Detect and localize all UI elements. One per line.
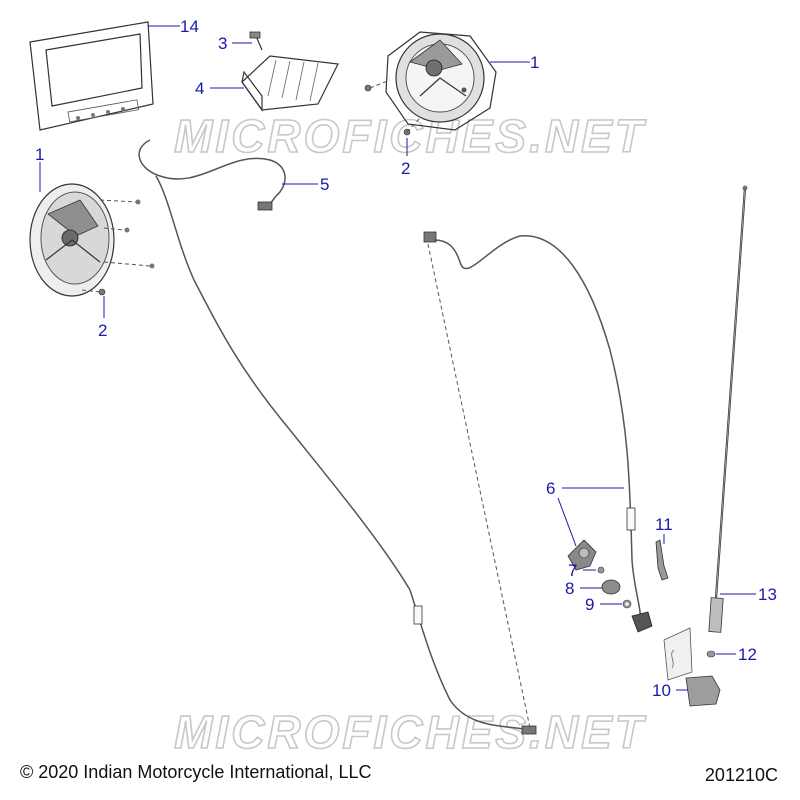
bracket-plate-part (663, 627, 693, 681)
cable-end-connector (631, 611, 653, 633)
callout-8: 8 (565, 579, 574, 598)
antenna-mount-part[interactable] (567, 539, 597, 571)
callout-3: 3 (218, 34, 227, 53)
callout-10: 10 (652, 681, 671, 700)
antenna-mast-part[interactable] (708, 185, 748, 633)
nut-part[interactable] (622, 599, 632, 609)
speaker-upper-part[interactable] (385, 31, 497, 131)
callout-2-upper: 2 (401, 159, 410, 178)
screw-upper-part[interactable] (403, 117, 421, 136)
grommet-part[interactable] (601, 579, 621, 595)
watermark-top: MICROFICHES.NET (174, 110, 647, 162)
antenna-cable-part[interactable] (423, 231, 642, 729)
washer-part[interactable] (706, 650, 716, 658)
speaker-left-part[interactable] (29, 183, 155, 297)
callout-13: 13 (758, 585, 777, 604)
callout-1-upper: 1 (530, 53, 539, 72)
callout-14: 14 (180, 17, 199, 36)
callout-7: 7 (568, 561, 577, 580)
clip-part[interactable] (655, 539, 669, 581)
leader-lines (39, 25, 756, 691)
callout-9: 9 (585, 595, 594, 614)
callout-4: 4 (195, 79, 204, 98)
callout-12: 12 (738, 645, 757, 664)
wire-harness-part[interactable] (138, 139, 537, 735)
bolt-part[interactable] (249, 31, 263, 51)
amplifier-module-part[interactable] (241, 55, 339, 112)
antenna-base-part[interactable] (685, 675, 721, 707)
copyright-text: © 2020 Indian Motorcycle International, … (20, 762, 372, 782)
callout-2-left: 2 (98, 321, 107, 340)
small-washer-part[interactable] (597, 566, 605, 574)
watermark-bottom: MICROFICHES.NET (174, 706, 647, 758)
callout-6: 6 (546, 479, 555, 498)
screw-upper-left-part[interactable] (364, 79, 391, 92)
diagram-id: 201210C (704, 765, 778, 785)
display-screen-part[interactable] (29, 21, 154, 131)
callout-5: 5 (320, 175, 329, 194)
callout-11: 11 (655, 515, 673, 534)
callout-1-left: 1 (35, 145, 44, 164)
